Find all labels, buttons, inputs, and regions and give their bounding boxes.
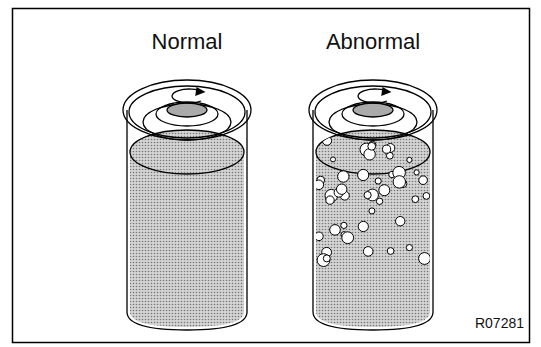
- air-bubble: [393, 176, 405, 188]
- arrow-head: [196, 88, 204, 95]
- air-bubble: [363, 247, 373, 257]
- swirl-ring: [329, 104, 417, 140]
- rim: [309, 80, 437, 140]
- air-bubble: [383, 145, 391, 153]
- swirl-ring: [342, 102, 404, 126]
- vortex: [353, 103, 393, 117]
- air-bubble: [364, 192, 371, 199]
- air-bubble: [322, 136, 331, 145]
- swirl-ring: [156, 102, 218, 126]
- beaker: [309, 80, 437, 330]
- air-bubble: [387, 248, 394, 255]
- rim: [315, 86, 431, 138]
- air-bubble: [406, 245, 412, 251]
- beaker-wall: [127, 110, 247, 330]
- air-bubble: [369, 208, 375, 214]
- air-bubble: [368, 142, 376, 150]
- air-bubble: [315, 232, 324, 241]
- air-bubble: [423, 193, 430, 200]
- air-bubble: [341, 222, 347, 228]
- oil-surface: [316, 130, 430, 174]
- oil-surface: [130, 130, 244, 174]
- rim: [123, 80, 251, 140]
- air-bubble: [338, 171, 349, 182]
- air-bubble: [375, 178, 381, 184]
- rim: [129, 86, 245, 138]
- air-bubble: [407, 157, 412, 162]
- air-bubble: [419, 176, 428, 185]
- arrow-head: [382, 88, 390, 95]
- frame: [13, 9, 530, 343]
- air-bubble: [379, 185, 390, 196]
- vortex: [167, 103, 207, 117]
- air-bubble: [358, 221, 368, 231]
- air-bubble: [419, 253, 431, 265]
- air-bubble: [314, 180, 324, 190]
- cup-label: Abnormal: [326, 30, 420, 54]
- air-bubble: [317, 254, 330, 267]
- air-bubble: [323, 255, 330, 262]
- air-bubble: [326, 196, 334, 204]
- air-bubble: [396, 217, 405, 226]
- air-bubble: [412, 196, 419, 203]
- air-bubble: [337, 184, 347, 194]
- air-bubble: [330, 225, 341, 236]
- air-bubble: [358, 169, 369, 180]
- oil: [130, 130, 244, 327]
- air-bubble: [414, 170, 419, 175]
- swirl-ring: [143, 104, 231, 140]
- beaker-wall: [313, 110, 433, 330]
- beaker: [123, 80, 251, 330]
- air-bubble: [342, 232, 354, 244]
- air-bubble: [331, 157, 336, 162]
- air-bubble: [364, 149, 375, 160]
- figure-code: R07281: [475, 316, 524, 331]
- cup-label: Normal: [152, 30, 223, 54]
- oil: [316, 130, 430, 327]
